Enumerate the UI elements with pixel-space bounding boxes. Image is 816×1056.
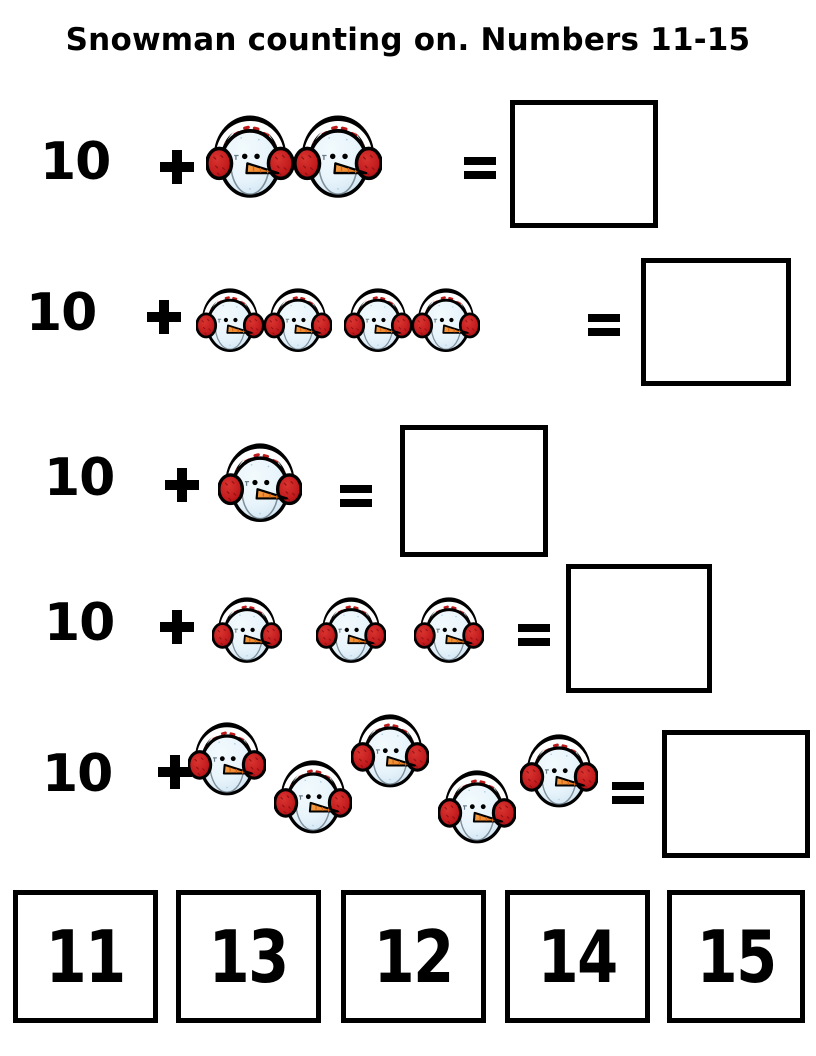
- addend-ten: 10: [44, 448, 115, 508]
- number-card[interactable]: 13: [176, 890, 321, 1023]
- number-card-label: 15: [696, 914, 778, 999]
- page-title: Snowman counting on. Numbers 11-15: [65, 22, 751, 58]
- number-card-label: 12: [374, 914, 455, 999]
- equals-icon: [464, 155, 496, 181]
- answer-box[interactable]: [641, 258, 791, 386]
- answer-box[interactable]: [400, 425, 548, 557]
- addend-ten: 10: [40, 132, 111, 192]
- number-card[interactable]: 11: [13, 890, 158, 1023]
- snowman-earmuffs-icon: [218, 443, 302, 523]
- addend-ten: 10: [26, 283, 97, 343]
- snowman-earmuffs-icon: [316, 597, 386, 663]
- snowman-earmuffs-icon: [351, 714, 429, 788]
- snowman-earmuffs-icon: [294, 115, 382, 198]
- equals-icon: [612, 780, 644, 806]
- snowman-earmuffs-icon: [438, 770, 516, 844]
- snowman-earmuffs-icon: [206, 115, 294, 198]
- plus-icon: [165, 468, 199, 502]
- snowman-earmuffs-icon: [520, 734, 598, 808]
- plus-icon: [147, 300, 181, 334]
- snowman-earmuffs-icon: [344, 288, 412, 352]
- answer-box[interactable]: [662, 730, 810, 858]
- equals-icon: [588, 312, 620, 338]
- number-card-label: 13: [209, 914, 290, 999]
- equals-icon: [518, 622, 550, 648]
- snowman-earmuffs-icon: [212, 597, 282, 663]
- answer-box[interactable]: [510, 100, 658, 228]
- plus-icon: [158, 755, 192, 789]
- snowman-earmuffs-icon: [414, 597, 484, 663]
- addend-ten: 10: [42, 744, 113, 804]
- number-card[interactable]: 14: [505, 890, 650, 1023]
- number-card-label: 14: [538, 914, 619, 999]
- snowman-earmuffs-icon: [412, 288, 480, 352]
- number-card[interactable]: 12: [341, 890, 486, 1023]
- snowman-earmuffs-icon: [264, 288, 332, 352]
- addend-ten: 10: [44, 593, 115, 653]
- number-card-label: 11: [46, 914, 127, 999]
- plus-icon: [160, 610, 194, 644]
- snowman-earmuffs-icon: [196, 288, 264, 352]
- snowman-earmuffs-icon: [274, 760, 352, 834]
- plus-icon: [160, 150, 194, 184]
- equals-icon: [340, 483, 372, 509]
- snowman-earmuffs-icon: [188, 722, 266, 796]
- answer-box[interactable]: [566, 564, 712, 693]
- number-card[interactable]: 15: [667, 890, 805, 1023]
